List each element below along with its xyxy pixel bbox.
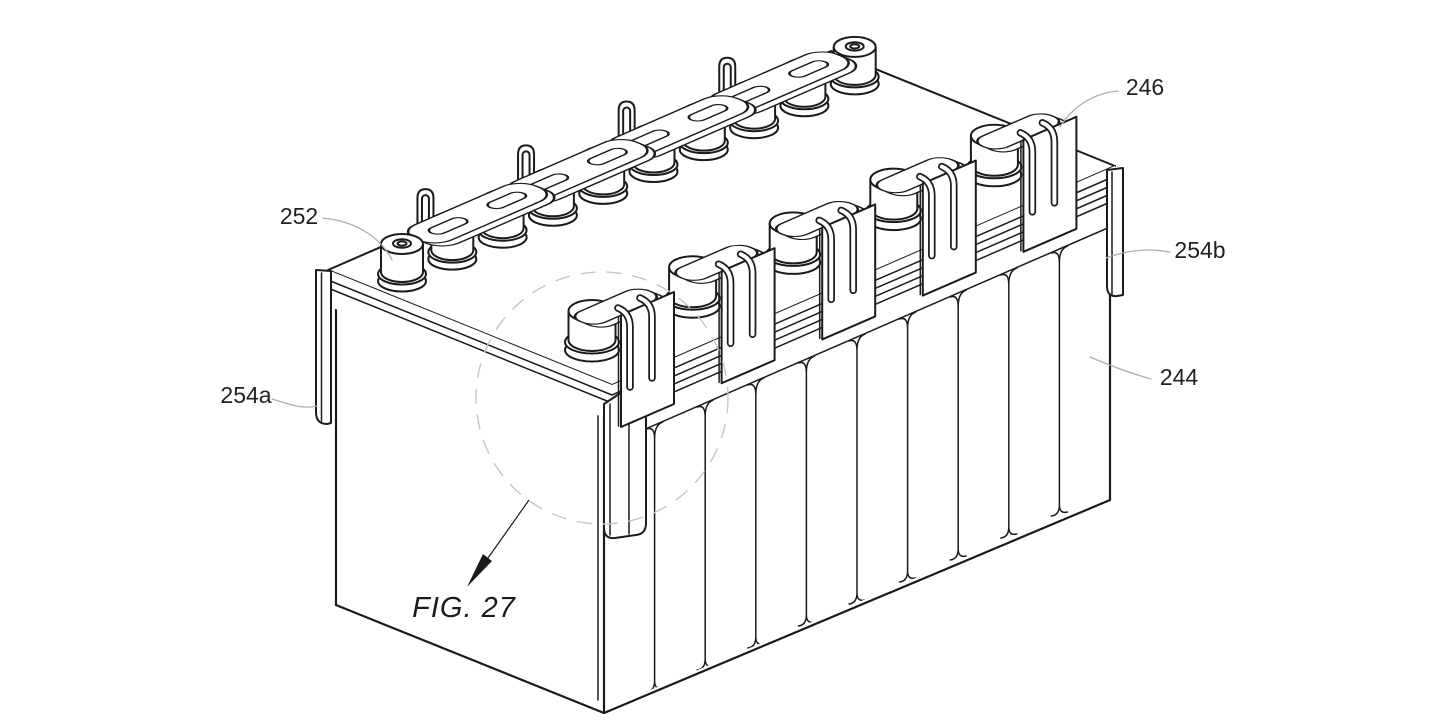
cell-stack xyxy=(603,226,1111,693)
left-face xyxy=(336,290,604,713)
ref-label-244: 244 xyxy=(1160,364,1199,390)
reference-labels: 252 254a 254b 246 244 FIG. 27 xyxy=(220,74,1225,624)
leader-254b xyxy=(1105,249,1171,259)
ref-label-254b: 254b xyxy=(1174,237,1225,263)
leader-246 xyxy=(1059,90,1119,128)
figure-caption: FIG. 27 xyxy=(412,592,517,624)
battery-module xyxy=(315,37,1124,720)
leader-244 xyxy=(1089,356,1152,380)
ref-label-252: 252 xyxy=(280,203,318,229)
side-plate-left xyxy=(315,269,332,425)
ref-label-246: 246 xyxy=(1126,74,1164,100)
terminal-post-252 xyxy=(378,234,426,292)
leader-252 xyxy=(322,217,393,261)
leader-lines xyxy=(271,90,1171,408)
ref-label-254a: 254a xyxy=(220,382,271,408)
side-plate-right xyxy=(1106,167,1124,298)
view-arrow xyxy=(467,499,530,587)
detail-circle xyxy=(475,271,729,525)
leader-254a xyxy=(271,398,318,408)
